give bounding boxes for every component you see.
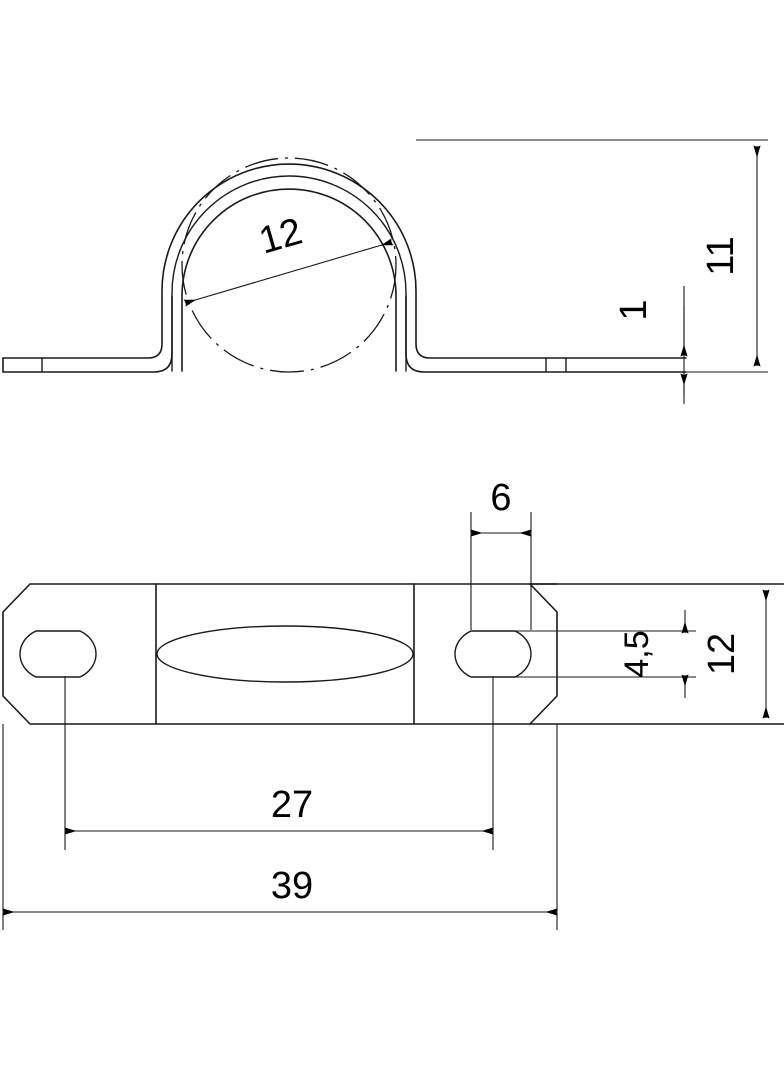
pipe-diameter-dimension-line: [183, 238, 394, 307]
plan-body-outline-left: [2, 583, 784, 725]
material-thickness-label: 1: [613, 299, 655, 320]
right-slot-hole: [454, 630, 532, 678]
pipe-diameter-label: 12: [255, 210, 307, 262]
flange-right-underside: [405, 295, 687, 373]
flange-left-underside: [2, 295, 173, 373]
plan-view: 6 4,5 12 27 39: [2, 477, 784, 930]
hole-centre-distance-label: 27: [271, 784, 313, 826]
pipe-circle-hidden: [181, 157, 397, 373]
overall-height-label: 11: [700, 236, 742, 275]
hole-height-label: 4,5: [618, 630, 656, 677]
side-elevation-view: 12 11 1: [2, 139, 768, 404]
plan-right-chamfer: [529, 583, 558, 725]
strap-outer-upper: [2, 163, 687, 359]
strap-width-label: 12: [701, 633, 743, 675]
overall-length-label: 39: [271, 865, 313, 907]
centre-ellipse: [156, 625, 414, 683]
strap-mid-face: [171, 175, 407, 372]
left-slot-hole: [19, 630, 97, 678]
hole-width-label: 6: [490, 477, 511, 519]
